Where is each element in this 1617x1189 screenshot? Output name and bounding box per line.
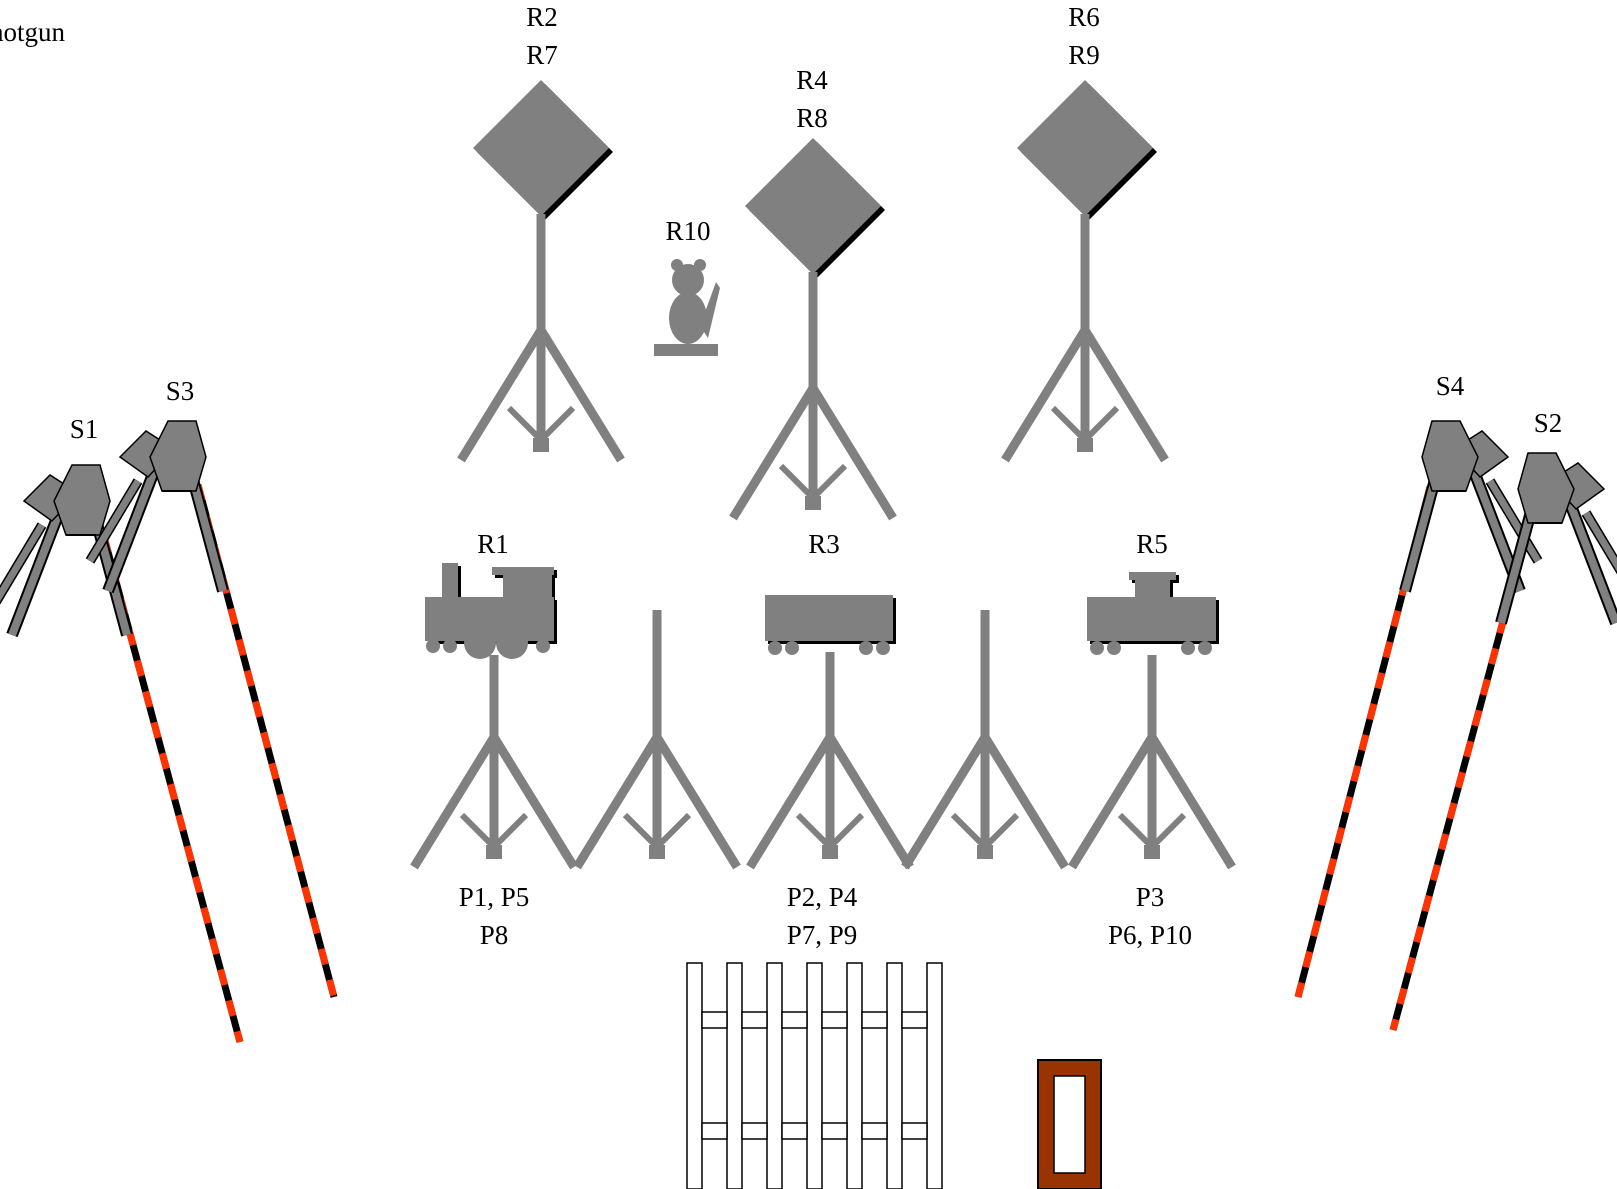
target-stand-icon [577,737,737,867]
steel-label-line2: R8 [796,103,828,133]
fence-icon [686,962,943,1189]
paper-label-right-line2: P6, P10 [1108,920,1192,950]
target-stand-icon [1072,737,1232,867]
steel-label-line1: R4 [796,65,828,95]
paper-stand-right [905,610,1065,867]
train-label: R1 [477,529,509,559]
target-stand-icon [733,388,893,518]
paper-label-left-line1: P1, P5 [459,882,530,912]
bear-popper-r10: R10 [654,216,720,356]
steel-target-r2-r7: R2 R7 [461,2,621,460]
diamond-steel-target-icon [745,138,885,278]
stage-title: hotgun [0,17,66,47]
shooting-position-label: S3 [166,376,195,406]
steel-label-line1: R2 [526,2,558,32]
shooting-position-label: S1 [70,414,99,444]
target-stand-icon [905,737,1065,867]
shooting-position-label: S4 [1436,371,1465,401]
train-label: R3 [808,529,840,559]
train-label: R5 [1136,529,1168,559]
locomotive-target-r1: R1 [414,529,574,867]
shooting-position-s2: S2 [1501,408,1617,623]
diamond-steel-target-icon [473,80,613,220]
target-stand-icon [414,737,574,867]
shooting-position-s3: S3 [90,376,223,591]
steel-target-r6-r9: R6 R9 [1005,2,1165,460]
shooting-position-label: S2 [1534,408,1563,438]
target-stand-icon [461,330,621,460]
paper-label-center-line2: P7, P9 [787,920,858,950]
boxcar-target-r3: R3 [750,529,910,867]
steel-label-line2: R7 [526,40,558,70]
shooting-position-s4: S4 [1405,371,1538,591]
steel-label-line2: R9 [1068,40,1100,70]
caboose-target-r5: R5 [1072,529,1232,867]
tripod-camera-icon [0,465,127,635]
paper-label-left-line2: P8 [480,920,509,950]
locomotive-target-icon [425,563,557,659]
steel-label-line1: R6 [1068,2,1100,32]
popper-label: R10 [665,216,710,246]
barricade-icon [1037,1059,1102,1189]
bear-popper-icon [654,259,720,356]
paper-label-right-line1: P3 [1136,882,1165,912]
paper-stand-left [577,610,737,867]
shooting-position-s1: S1 [0,414,127,635]
target-stand-icon [1005,330,1165,460]
diamond-steel-target-icon [1017,80,1157,220]
caboose-target-icon [1087,572,1219,655]
paper-label-center-line1: P2, P4 [787,882,858,912]
steel-target-r4-r8: R4 R8 [733,65,893,518]
boxcar-target-icon [765,595,896,655]
tripod-camera-icon [1501,453,1617,623]
target-stand-icon [750,737,910,867]
